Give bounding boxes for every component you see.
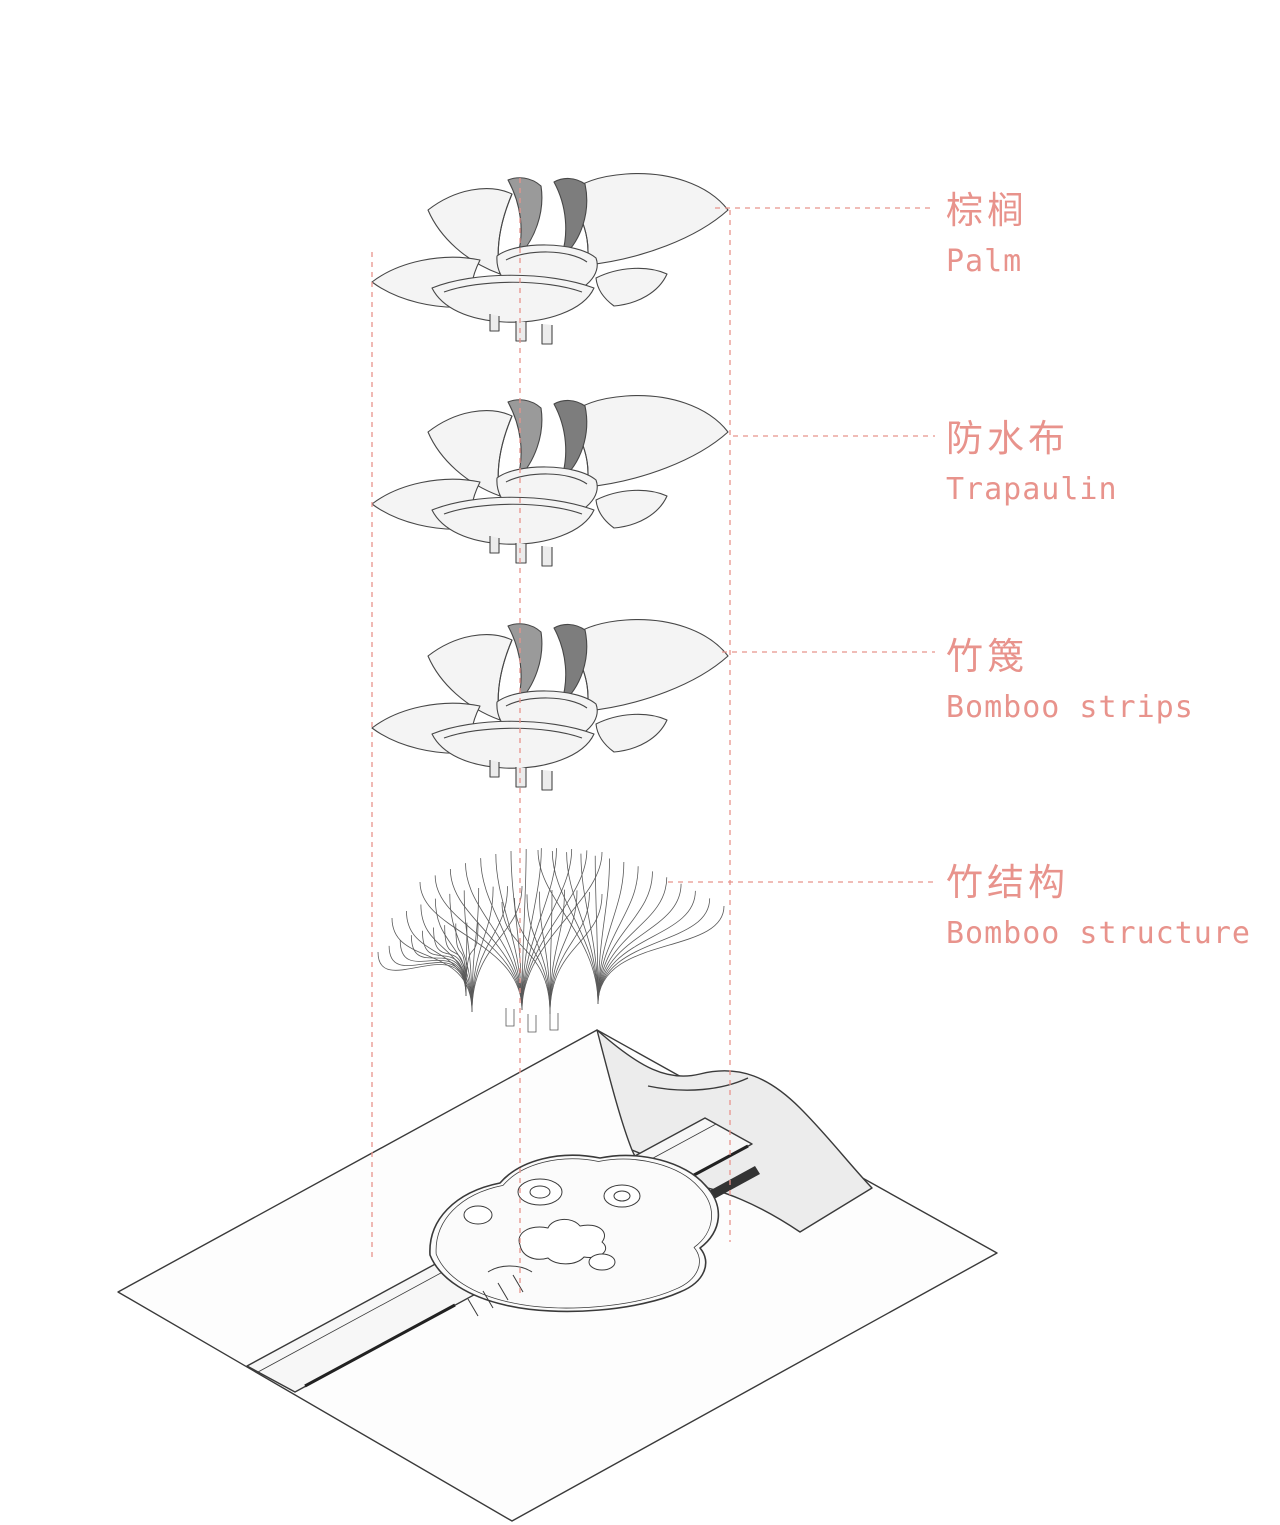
label-bamboo-structure: 竹结构 Bomboo structure xyxy=(946,852,1251,951)
label-bamboo-strips-zh: 竹篾 xyxy=(946,635,1028,678)
label-tarpaulin-en: Trapaulin xyxy=(946,472,1118,507)
terrain-mound xyxy=(596,1029,873,1233)
layer-tarpaulin xyxy=(371,395,729,567)
deck-furniture xyxy=(463,1178,641,1273)
bamboo-structure-legs xyxy=(505,1008,559,1033)
label-bamboo-structure-en: Bomboo structure xyxy=(946,916,1251,951)
layer-bamboo-strips xyxy=(371,619,729,791)
steps xyxy=(467,1274,524,1317)
layer-palm xyxy=(371,173,729,345)
label-palm: 棕榈 Palm xyxy=(946,180,1028,279)
label-bamboo-strips: 竹篾 Bomboo strips xyxy=(946,626,1194,725)
label-palm-en: Palm xyxy=(946,244,1023,279)
label-tarpaulin-zh: 防水布 xyxy=(946,417,1069,460)
label-bamboo-structure-zh: 竹结构 xyxy=(946,861,1069,904)
label-tarpaulin: 防水布 Trapaulin xyxy=(946,408,1118,507)
base-site-plan xyxy=(117,1029,998,1522)
label-bamboo-strips-en: Bomboo strips xyxy=(946,690,1194,725)
label-palm-zh: 棕榈 xyxy=(946,189,1028,232)
guide-lines xyxy=(371,178,935,1298)
layer-bamboo-structure xyxy=(377,848,725,1015)
